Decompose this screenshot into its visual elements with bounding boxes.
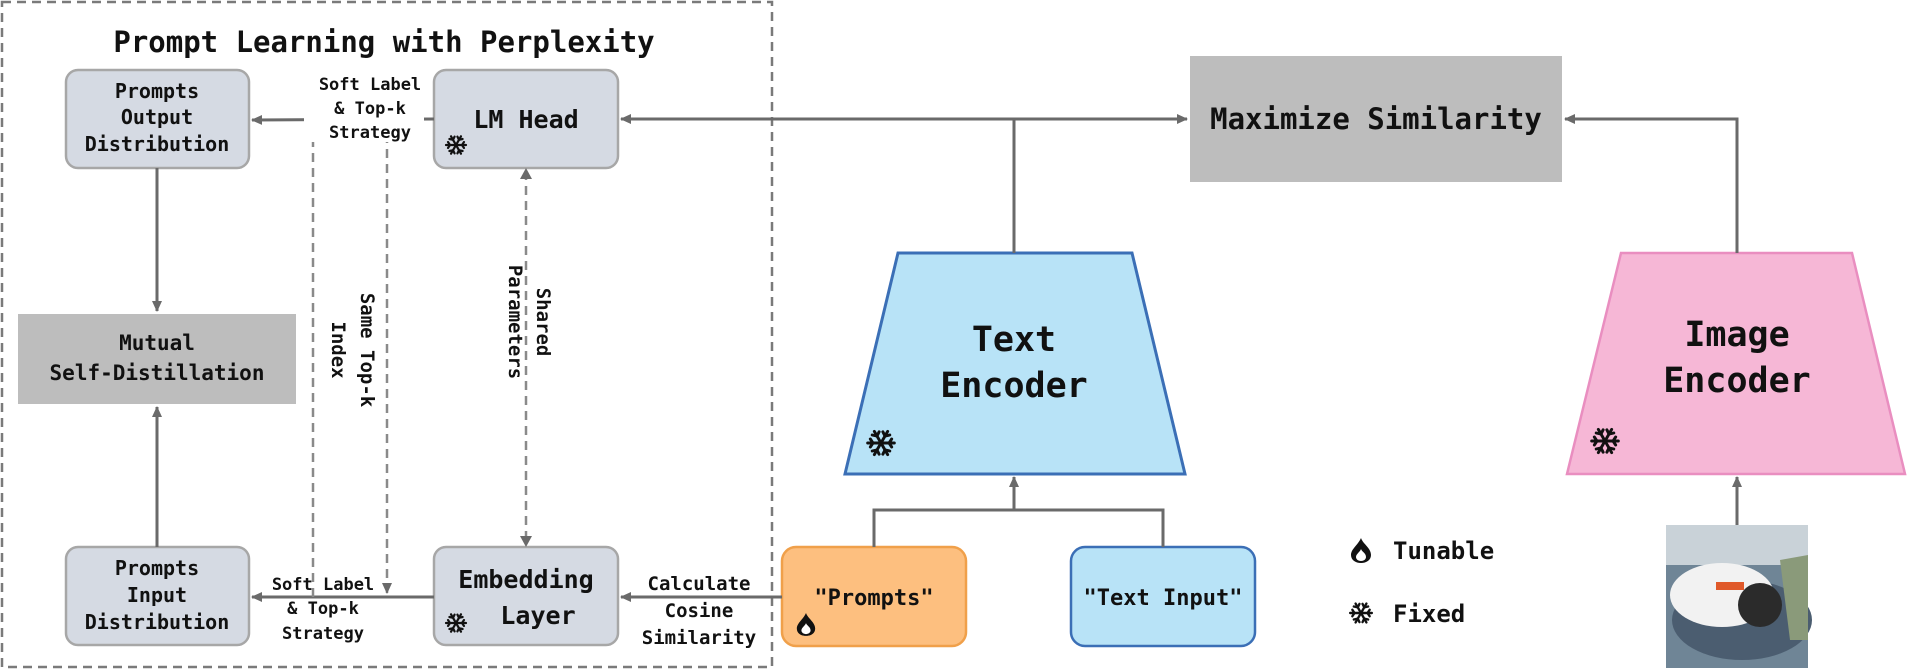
cosine-label: Calculate Cosine Similarity (642, 573, 756, 649)
dog-photo (1666, 525, 1812, 668)
soft-label-top: Soft Label & Top-k Strategy (304, 72, 424, 143)
image-encoder-block: Image Encoder (1565, 251, 1907, 476)
prompts-input-box: Prompts Input Distribution (64, 545, 251, 647)
soft-label-bottom-l1: Soft Label (272, 575, 374, 595)
diagram-title: Prompt Learning with Perplexity (113, 25, 654, 59)
prompts-output-line3: Distribution (85, 132, 230, 156)
text-encoder-line2: Encoder (940, 366, 1088, 406)
cosine-l2: Cosine (665, 600, 734, 622)
soft-label-top-l3: Strategy (329, 123, 411, 143)
flame-icon (1351, 538, 1371, 563)
lm-head-box: LM Head (432, 68, 620, 170)
text-input-box: "Text Input" (1069, 545, 1257, 648)
soft-label-top-l2: & Top-k (334, 99, 406, 119)
dash-arrowhead-up (520, 168, 532, 179)
line-inputs-join (872, 508, 1165, 547)
soft-label-top-l1: Soft Label (319, 75, 421, 95)
shared-params-l2: Parameters (504, 265, 526, 379)
legend-tunable: Tunable (1393, 537, 1494, 565)
same-topk-l2: Index (327, 321, 349, 378)
same-topk-l1: Same Top-k (356, 293, 378, 408)
prompt-learning-frame (0, 0, 774, 669)
prompts-output-line1: Prompts (115, 79, 199, 103)
prompts-output-line2: Output (121, 105, 193, 129)
soft-label-bottom-l2: & Top-k (287, 599, 359, 619)
mutual-line2: Self-Distillation (50, 361, 265, 385)
shared-params-label: Shared Parameters (504, 265, 554, 379)
embedding-line1: Embedding (458, 565, 593, 594)
mutual-self-distillation-box: Mutual Self-Distillation (18, 314, 296, 404)
text-encoder-block: Text Encoder (843, 251, 1187, 476)
soft-label-bottom-l3: Strategy (282, 624, 364, 644)
prompts-output-box: Prompts Output Distribution (64, 68, 251, 170)
legend-fixed: Fixed (1393, 600, 1465, 628)
snowflake-icon (1348, 602, 1374, 624)
cosine-l3: Similarity (642, 627, 756, 649)
text-encoder-line1: Text (972, 320, 1056, 360)
maximize-label: Maximize Similarity (1210, 102, 1542, 136)
maximize-similarity-box: Maximize Similarity (1190, 56, 1562, 182)
lm-head-label: LM Head (473, 105, 578, 134)
legend: Tunable Fixed (1348, 537, 1494, 628)
image-encoder-line1: Image (1684, 315, 1789, 355)
prompts-input-line2: Input (127, 583, 187, 607)
text-input-label: "Text Input" (1084, 586, 1243, 611)
shared-params-l1: Shared (532, 288, 554, 357)
soft-label-bottom: Soft Label & Top-k Strategy (272, 575, 374, 644)
prompts-input-line3: Distribution (85, 610, 230, 634)
image-encoder-line2: Encoder (1663, 361, 1811, 401)
embedding-layer-box: Embedding Layer (432, 545, 620, 647)
embedding-line2: Layer (500, 601, 575, 630)
dash-arrowhead-down (520, 536, 532, 547)
mutual-line1: Mutual (119, 331, 195, 355)
same-topk-label: Same Top-k Index (327, 293, 378, 408)
prompts-token-label: "Prompts" (814, 586, 933, 611)
cosine-l1: Calculate (648, 573, 751, 595)
prompts-input-line1: Prompts (115, 556, 199, 580)
prompts-token-box: "Prompts" (780, 545, 968, 648)
arrow-image-to-maximize (1564, 114, 1739, 253)
